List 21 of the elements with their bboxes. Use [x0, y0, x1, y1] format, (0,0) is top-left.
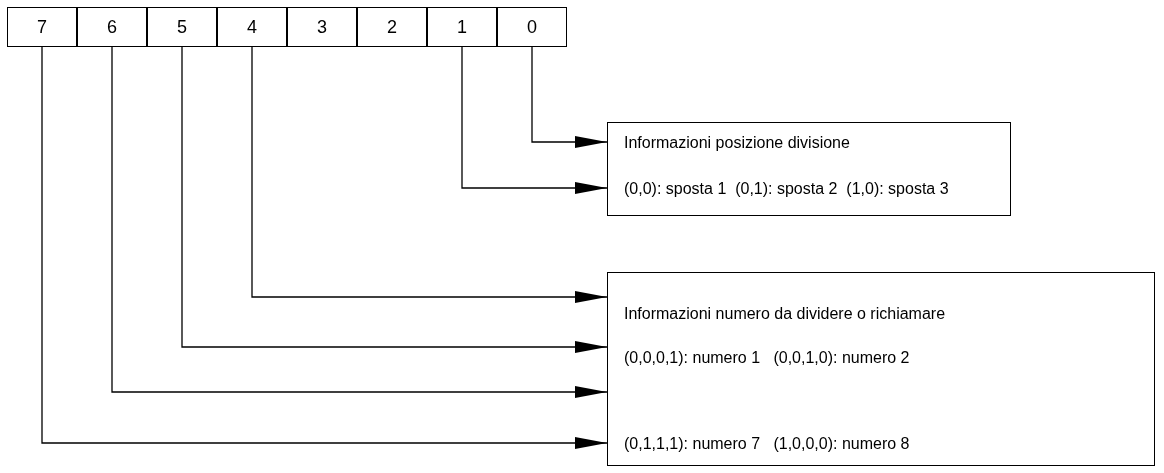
bit-cell: 5 — [147, 7, 217, 47]
code-description: (0,0): sposta 1 (0,1): sposta 2 (1,0): sposta 3 — [624, 179, 949, 199]
bit-cell: 2 — [357, 7, 427, 47]
bit-cell: 3 — [287, 7, 357, 47]
bit-cell: 1 — [427, 7, 497, 47]
bit-cell: 0 — [497, 7, 567, 47]
box-heading: Informazioni numero da dividere o richiamare — [624, 304, 946, 324]
arrow — [41, 46, 608, 449]
bit-cell: 6 — [77, 7, 147, 47]
arrow — [111, 46, 608, 398]
arrow — [461, 46, 608, 194]
box-heading: Informazioni posizione divisione — [624, 133, 850, 153]
code-description: (0,1,1,1): numero 7 (1,0,0,0): numero 8 — [624, 434, 910, 454]
bit-cell: 4 — [217, 7, 287, 47]
description-box — [607, 122, 1011, 216]
arrow — [531, 46, 608, 148]
bit-cell: 7 — [7, 7, 77, 47]
arrow — [251, 46, 608, 303]
description-box — [607, 272, 1155, 466]
arrow — [181, 46, 608, 353]
code-description: (0,0,0,1): numero 1 (0,0,1,0): numero 2 — [624, 348, 910, 368]
